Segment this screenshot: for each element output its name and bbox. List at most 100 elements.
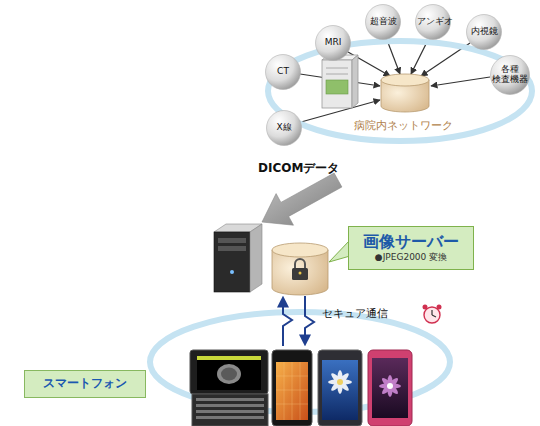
- callout-box: 画像サーバー ●JPEG2000 変換: [348, 226, 474, 270]
- server-front: [322, 60, 352, 108]
- petal: [329, 371, 350, 392]
- key-row: [196, 416, 264, 419]
- petal: [380, 376, 400, 396]
- petal: [329, 371, 350, 392]
- keys: [196, 398, 264, 419]
- clock-hand: [431, 310, 432, 315]
- screen-grid: [276, 362, 308, 420]
- grid-line: [276, 376, 308, 377]
- ct-image: [221, 368, 237, 381]
- tower-bay: [218, 238, 246, 243]
- modality-name: 内視鏡: [471, 27, 498, 37]
- tower-front: [214, 232, 250, 292]
- clock-hand: [432, 315, 436, 317]
- petal: [387, 375, 393, 397]
- lock-shackle: [295, 259, 305, 268]
- server-bay: [326, 74, 348, 75]
- callout-tail: [329, 240, 350, 262]
- phone-device: [272, 350, 312, 426]
- modality-name: X線: [276, 123, 291, 133]
- ring-shape: [268, 41, 532, 141]
- callout-box: スマートフォン: [24, 370, 146, 398]
- petal: [380, 376, 400, 396]
- clock-face: [424, 307, 440, 323]
- phone-body: [368, 350, 412, 426]
- phone-screen: [276, 362, 308, 420]
- tower-side: [250, 224, 262, 292]
- box-note: ●JPEG2000 変換: [375, 253, 447, 263]
- modality-name: 各種 検査機器: [492, 65, 528, 85]
- transfer-label: DICOMデータ: [258, 160, 339, 177]
- modality-name: アンギオ: [417, 17, 449, 27]
- lock-body: [292, 268, 308, 280]
- key-row: [196, 398, 264, 401]
- power-light: [230, 270, 234, 274]
- sphere-shape: [366, 5, 401, 40]
- modality-name: 超音波: [370, 17, 397, 27]
- device-screen: [197, 356, 261, 390]
- server-panel: [326, 80, 348, 94]
- flower: [328, 370, 352, 394]
- sphere-shape: [316, 26, 351, 61]
- modality-name: MRI: [325, 38, 342, 48]
- grid-line: [276, 404, 308, 405]
- phone-screen: [322, 360, 358, 420]
- ring-label: 病院内ネットワーク: [354, 120, 453, 132]
- phone-device: [318, 350, 362, 426]
- sphere-shape: [491, 56, 530, 95]
- pc-tower: [214, 224, 262, 292]
- bolt-arrow: [305, 296, 314, 344]
- device-label: スマートフォン: [43, 377, 127, 390]
- modality-circle: 内視鏡: [466, 14, 502, 50]
- grid-line: [276, 390, 308, 391]
- sphere-shape: [416, 5, 451, 40]
- leader-arrow: [387, 40, 400, 74]
- phone-body: [318, 350, 362, 426]
- box-title: 画像サーバー: [363, 233, 459, 251]
- server-cylinder: [272, 243, 328, 295]
- modality-name: CT: [277, 67, 289, 77]
- phone-screen: [372, 358, 408, 418]
- network-ring: CTMRI超音波アンギオ内視鏡各種 検査機器X線病院内ネットワーク: [262, 36, 538, 146]
- sphere-shape: [467, 15, 502, 50]
- phone-device: [368, 350, 412, 426]
- grid-line: [300, 362, 301, 420]
- server-side: [352, 55, 358, 108]
- lock-keyhole: [299, 272, 302, 275]
- bolt-arrow: [283, 298, 292, 346]
- server-icon: [322, 55, 358, 108]
- ct-image: [217, 364, 241, 384]
- petal: [328, 379, 352, 385]
- key-row: [196, 410, 264, 413]
- flower-center: [337, 379, 343, 385]
- modality-circle: CT: [265, 54, 301, 90]
- leader-arrow: [431, 77, 490, 86]
- modality-circle: MRI: [315, 25, 351, 61]
- database-cylinder: [381, 74, 429, 112]
- modality-circle: X線: [266, 110, 302, 146]
- device-lid: [190, 350, 268, 394]
- leader-arrow: [411, 40, 428, 74]
- transfer-arrow: [262, 173, 342, 225]
- flower: [379, 375, 401, 397]
- sphere-shape: [267, 111, 302, 146]
- modality-circle: 超音波: [365, 4, 401, 40]
- screen-bar: [197, 356, 261, 360]
- device-keyboard: [192, 394, 268, 426]
- modality-circle: 各種 検査機器: [490, 55, 530, 95]
- grid-line: [292, 362, 293, 420]
- key-row: [196, 404, 264, 407]
- clock-icon: [423, 305, 442, 324]
- cylinder-top: [272, 243, 328, 257]
- flower-center: [387, 383, 393, 389]
- modality-circle: アンギオ: [415, 4, 451, 40]
- tower-bay: [218, 246, 246, 251]
- sphere-shape: [266, 55, 301, 90]
- handheld-pc: [190, 350, 268, 426]
- grid-line: [284, 362, 285, 420]
- petal: [337, 370, 343, 394]
- link-label: セキュア通信: [322, 306, 388, 321]
- clock-bell: [423, 305, 428, 310]
